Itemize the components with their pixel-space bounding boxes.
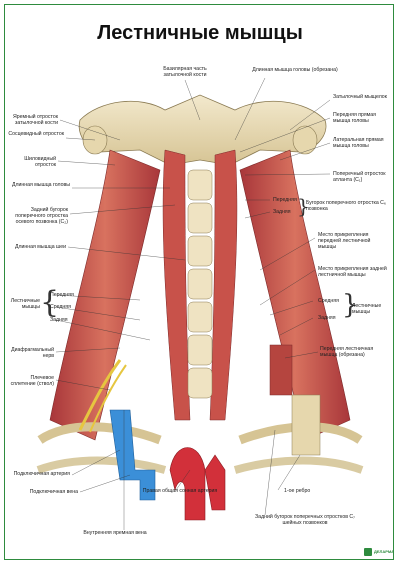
label-anterior-left: Передняя bbox=[50, 292, 74, 298]
longus-capitis-left bbox=[162, 149, 191, 421]
label-posterior: Задняя bbox=[273, 209, 291, 215]
label-middle-right: Средняя bbox=[318, 298, 339, 304]
label-posterior-left: Задняя bbox=[50, 317, 68, 323]
logo-mark-icon bbox=[364, 548, 372, 556]
label-internal-jugular: Внутренняя яремная вена bbox=[83, 530, 147, 536]
label-longus-colli: Длинная мышца шеи bbox=[14, 244, 66, 250]
longus-capitis-right bbox=[209, 149, 238, 421]
label-phrenic-nerve: Диафрагмальный нерв bbox=[11, 347, 54, 359]
label-posterior-scalene-attachment: Место прикрепления задней лестничной мыш… bbox=[318, 266, 387, 278]
label-rectus-capitis-lateralis: Латеральная прямая мышца головы bbox=[333, 137, 384, 149]
publisher-logo: ДЕЛАРМА bbox=[364, 547, 394, 557]
label-mastoid: Сосцевидный отросток bbox=[8, 131, 64, 137]
poster-frame bbox=[4, 4, 394, 560]
page-title: Лестничные мышцы bbox=[97, 22, 303, 44]
first-rib-left bbox=[37, 422, 162, 445]
left-scalene-mass bbox=[49, 149, 161, 441]
leader-lines bbox=[55, 77, 331, 530]
mastoid-process-right bbox=[292, 125, 318, 155]
brace-c6: } bbox=[297, 194, 310, 218]
label-longus-capitis-cut: Длинная мышца головы (обрезана) bbox=[252, 67, 338, 73]
artery-shape bbox=[169, 447, 206, 521]
logo-text: ДЕЛАРМА bbox=[374, 549, 395, 554]
label-rectus-capitis-anterior: Передняя прямая мышца головы bbox=[333, 112, 376, 124]
label-styloid: Шиловидный отросток bbox=[24, 156, 56, 168]
brace-right: } bbox=[342, 290, 359, 320]
label-posterior-tubercle-c7: Задний бугорок поперечных отростков C₇ ш… bbox=[255, 514, 355, 526]
anterior-scalene-cut-shape bbox=[269, 344, 293, 396]
brachial-plexus bbox=[78, 359, 122, 431]
label-first-rib: 1-ое ребро bbox=[284, 488, 311, 494]
label-anterior: Передняя bbox=[273, 197, 297, 203]
label-basilar: Базилярная часть затылочной кости bbox=[163, 66, 207, 78]
subclavian-vein-shape bbox=[109, 409, 156, 501]
label-anterior-scalene-attachment: Место прикрепления передней лестничной м… bbox=[318, 232, 371, 250]
vertebral-column bbox=[187, 169, 213, 399]
label-scalene-left: Лестничные мышцы bbox=[10, 298, 40, 310]
label-scalene-right: Лестничные мышцы bbox=[352, 303, 382, 315]
label-posterior-tubercle-c2: Задний бугорок поперечного отростка осев… bbox=[15, 207, 68, 225]
label-tubercle-c6: Бугорок поперечного отростка C₆ позвонка bbox=[306, 200, 387, 212]
lower-rib-left bbox=[36, 456, 167, 474]
label-longus-capitis: Длинная мышца головы bbox=[11, 182, 70, 188]
label-atlas-transverse: Поперечный отросток атланта (C₁) bbox=[333, 171, 386, 183]
label-subclavian-vein: Подключичная вена bbox=[29, 489, 78, 495]
label-occipital-condyle: Затылочный мыщелок bbox=[333, 94, 387, 100]
label-middle-left: Средняя bbox=[50, 304, 71, 310]
brace-left: { bbox=[40, 285, 60, 320]
label-posterior-right: Задняя bbox=[318, 315, 336, 321]
label-brachial-plexus: Плечевое сплетение (ствол) bbox=[10, 375, 54, 387]
label-subclavian-artery: Подключичная артерия bbox=[13, 471, 70, 477]
label-right-common-carotid: Правая общая сонная артерия bbox=[142, 488, 218, 494]
lower-rib-right bbox=[233, 456, 364, 474]
label-jugular-process: Яремный отросток затылочной кости bbox=[13, 114, 58, 126]
label-anterior-scalene-cut: Передняя лестничная мышца (обрезана) bbox=[320, 346, 374, 358]
